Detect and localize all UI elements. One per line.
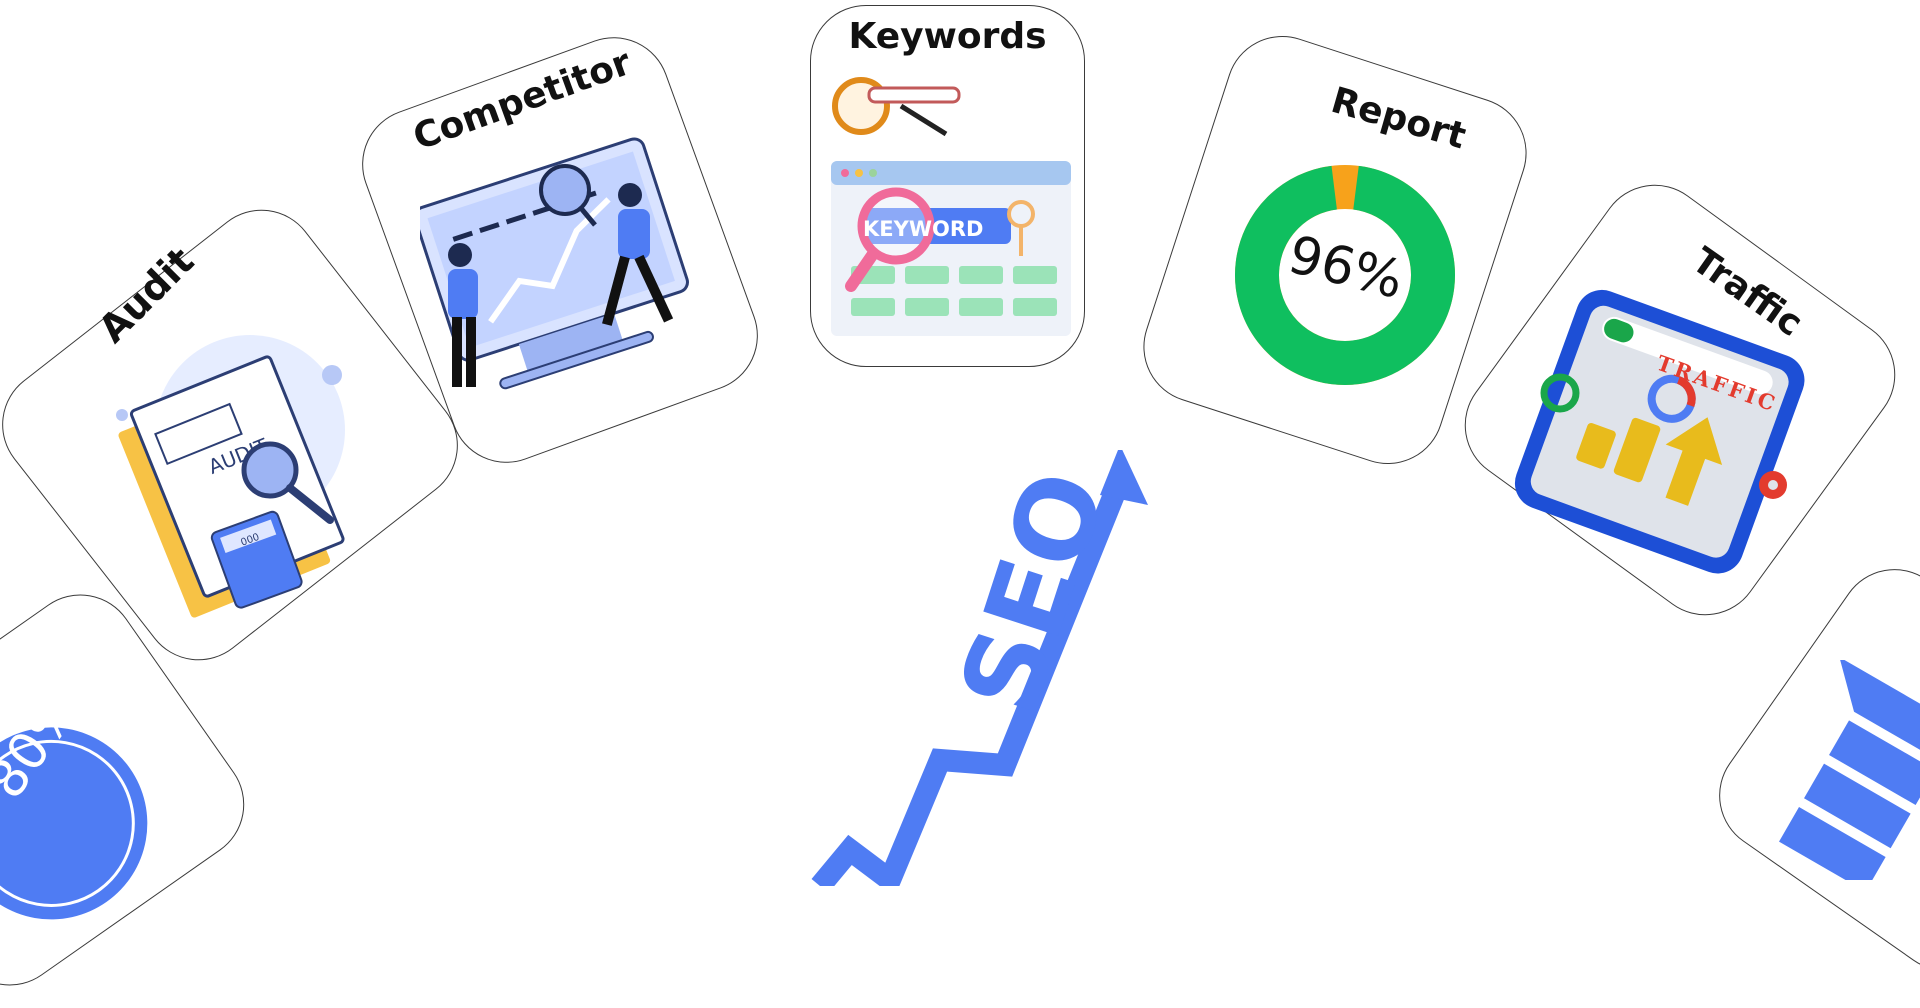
seo-arrow-graphic: SEO: [811, 450, 1148, 886]
audit-illustration: AUDIT 000: [116, 335, 345, 618]
keywords-illustration: [831, 77, 1071, 336]
bar-stack-icon: [1779, 660, 1920, 880]
keywords-title: Keywords: [848, 16, 1047, 57]
keywords-card[interactable]: Keywords KEYWORD: [810, 5, 1085, 367]
seo-arrow-head: [1100, 450, 1148, 505]
seo-label: SEO: [937, 457, 1131, 727]
keywords-button-label: KEYWORD: [863, 217, 984, 241]
competitor-illustration: [420, 137, 689, 390]
report-donut-chart: [1235, 165, 1455, 385]
seo-growth-line: [811, 475, 1131, 886]
traffic-illustration: [1514, 289, 1805, 574]
